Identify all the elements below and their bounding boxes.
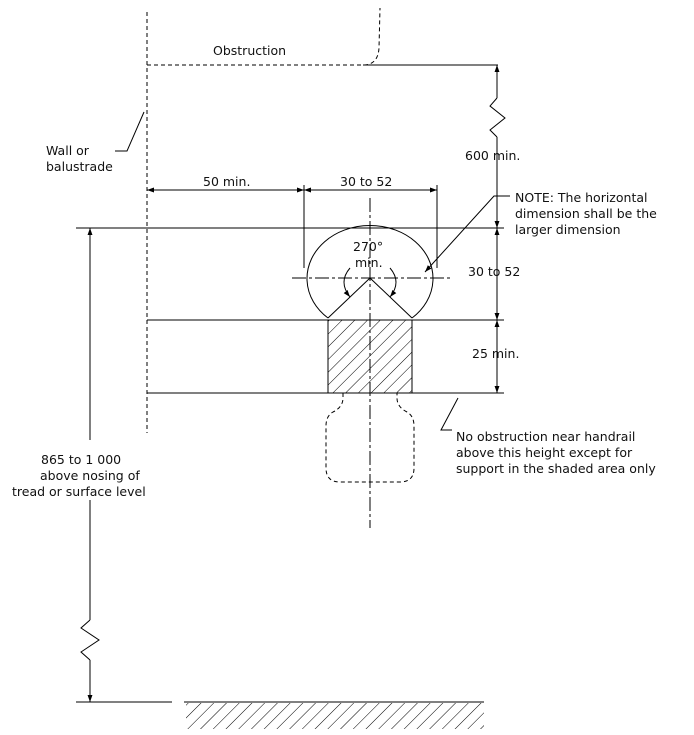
- dim-50-label: 50 min.: [203, 174, 250, 189]
- dim-600-label: 600 min.: [465, 148, 520, 163]
- dim-865-1000-line: [80, 228, 100, 702]
- angle-label-line1: 270°: [353, 239, 383, 254]
- wall-leader: [115, 111, 145, 152]
- angle-label-line2: min.: [355, 255, 383, 270]
- shaded-support-area: [328, 320, 412, 393]
- dim-600-line: [489, 65, 506, 228]
- height-label-line1: 865 to 1 000: [41, 452, 121, 467]
- profile-inner-left: [327, 277, 371, 319]
- height-label-line3: tread or surface level: [12, 484, 146, 499]
- wall-label-line2: balustrade: [46, 159, 113, 174]
- shaded-area-outline: [327, 319, 413, 394]
- no-obstruction-leader: [440, 397, 459, 431]
- obstruction-label: Obstruction: [213, 43, 286, 58]
- dim-25-label: 25 min.: [472, 346, 519, 361]
- angle-arrow-left: [343, 267, 351, 298]
- dim-30-52-right-label: 30 to 52: [468, 264, 520, 279]
- no-obstruction-line3: support in the shaded area only: [456, 461, 656, 476]
- height-label-line2: above nosing of: [40, 468, 140, 483]
- note-leader: [424, 195, 510, 273]
- wall-label-line1: Wall or: [46, 143, 90, 158]
- note-line1: NOTE: The horizontal: [515, 190, 647, 205]
- dim-30-52-top-label: 30 to 52: [340, 174, 392, 189]
- note-line2: dimension shall be the: [515, 206, 657, 221]
- no-obstruction-line2: above this height except for: [456, 445, 633, 460]
- ground-hatch: [186, 703, 484, 729]
- note-line3: larger dimension: [515, 222, 621, 237]
- post-outline: [325, 393, 415, 483]
- profile-inner-right: [369, 277, 413, 319]
- angle-arrow-right: [389, 267, 397, 298]
- no-obstruction-line1: No obstruction near handrail: [456, 429, 635, 444]
